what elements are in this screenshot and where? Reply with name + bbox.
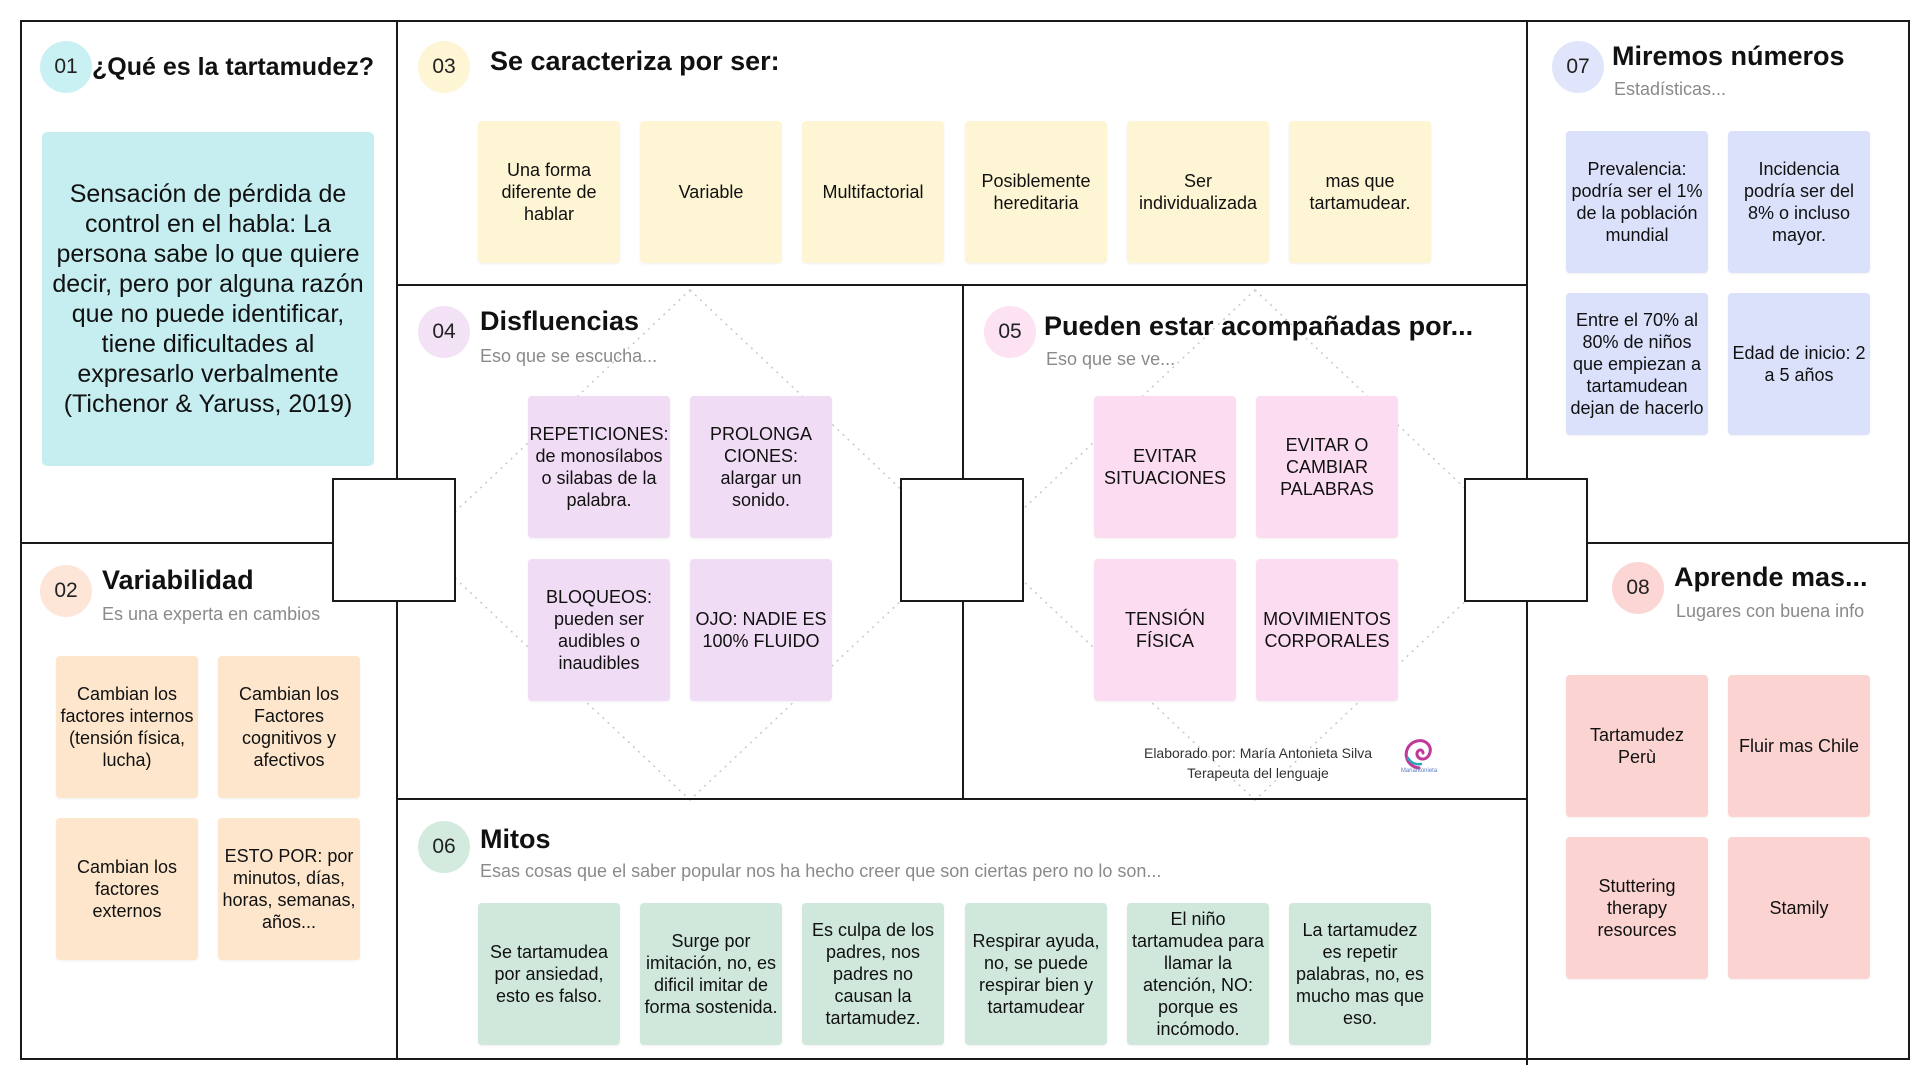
sticky-note: Es culpa de los padres, nos padres no ca… — [802, 903, 944, 1045]
sticky-note: Surge por imitación, no, es dificil imit… — [640, 903, 782, 1045]
section-05-subtitle: Eso que se ve... — [1046, 349, 1176, 369]
credit-author: Elaborado por: María Antonieta Silva — [1143, 745, 1373, 761]
connector-square-left — [332, 478, 456, 602]
section-05-title: Pueden estar acompañadas por... — [1044, 311, 1474, 341]
section-04-subtitle: Eso que se escucha... — [480, 346, 658, 366]
sticky-note: Fluir mas Chile — [1728, 675, 1870, 817]
frame-right — [1908, 20, 1910, 1060]
section-07-badge: 07 — [1552, 41, 1604, 93]
credit-text: Elaborado por: María Antonieta Silva Ter… — [1128, 743, 1388, 783]
frame-bottom — [20, 1058, 1910, 1060]
sticky-note: La tartamudez es repetir palabras, no, e… — [1289, 903, 1431, 1045]
section-02-badge: 02 — [40, 565, 92, 617]
section-03-title: Se caracteriza por ser: — [490, 46, 780, 76]
sticky-note: REPETICIONES: de monosílabos o silabas d… — [528, 396, 670, 538]
section-06-title: Mitos — [480, 824, 551, 854]
divider-h-left — [20, 542, 398, 544]
section-05-badge: 05 — [984, 306, 1036, 358]
credit-role: Terapeuta del lenguaje — [1187, 765, 1329, 781]
sticky-note: Se tartamudea por ansiedad, esto es fals… — [478, 903, 620, 1045]
section-01-title: ¿Qué es la tartamudez? — [92, 53, 375, 81]
section-02-subtitle: Es una experta en cambios — [102, 604, 321, 624]
sticky-note: Tartamudez Perù — [1566, 675, 1708, 817]
logo-text: Mariantonieta — [1400, 768, 1438, 774]
frame-left — [20, 20, 22, 1060]
sticky-note: BLOQUEOS: pueden ser audibles o inaudibl… — [528, 559, 670, 701]
sticky-note: TENSIÓN FÍSICA — [1094, 559, 1236, 701]
section-03-badge: 03 — [418, 41, 470, 93]
sticky-note: EVITAR O CAMBIAR PALABRAS — [1256, 396, 1398, 538]
sticky-note: OJO: NADIE ES 100% FLUIDO — [690, 559, 832, 701]
sticky-note: Cambian los Factores cognitivos y afecti… — [218, 656, 360, 798]
sticky-note: Prevalencia: podría ser el 1% de la pobl… — [1566, 131, 1708, 273]
section-04-title: Disfluencias — [480, 306, 640, 336]
sticky-note: Cambian los factores internos (tensión f… — [56, 656, 198, 798]
connector-square-right — [1464, 478, 1588, 602]
section-08-title: Aprende mas... — [1674, 562, 1868, 592]
section-08-badge: 08 — [1612, 562, 1664, 614]
sticky-note: Stuttering therapy resources — [1566, 837, 1708, 979]
sticky-note: ESTO POR: por minutos, días, horas, sema… — [218, 818, 360, 960]
sticky-note: Una forma diferente de hablar — [478, 121, 620, 263]
sticky-note: Incidencia podría ser del 8% o incluso m… — [1728, 131, 1870, 273]
logo: Mariantonieta — [1394, 728, 1444, 778]
sticky-note: PROLONGA CIONES: alargar un sonido. — [690, 396, 832, 538]
section-07-subtitle: Estadísticas... — [1614, 79, 1727, 99]
section-01-badge: 01 — [40, 41, 92, 93]
section-04-badge: 04 — [418, 306, 470, 358]
section-07-title: Miremos números — [1612, 41, 1845, 71]
section-08-subtitle: Lugares con buena info — [1676, 601, 1865, 621]
sticky-note: EVITAR SITUACIONES — [1094, 396, 1236, 538]
frame-top — [20, 20, 1910, 22]
definition-card: Sensación de pérdida de control en el ha… — [42, 132, 374, 466]
connector-square-middle — [900, 478, 1024, 602]
divider-h-lower — [396, 798, 1528, 800]
sticky-note: MOVIMIENTOS CORPORALES — [1256, 559, 1398, 701]
section-06-subtitle: Esas cosas que el saber popular nos ha h… — [480, 861, 1162, 881]
sticky-note: Entre el 70% al 80% de niños que empieza… — [1566, 293, 1708, 435]
section-02-title: Variabilidad — [102, 565, 254, 595]
logo-swirl-icon — [1404, 739, 1432, 770]
sticky-note: Variable — [640, 121, 782, 263]
sticky-note: mas que tartamudear. — [1289, 121, 1431, 263]
sticky-note: Multifactorial — [802, 121, 944, 263]
divider-h-right — [1526, 542, 1910, 544]
divider-h-upper — [396, 284, 1528, 286]
sticky-note: Edad de inicio: 2 a 5 años — [1728, 293, 1870, 435]
sticky-note: Respirar ayuda, no, se puede respirar bi… — [965, 903, 1107, 1045]
sticky-note: El niño tartamudea para llamar la atenci… — [1127, 903, 1269, 1045]
sticky-note: Posiblemente hereditaria — [965, 121, 1107, 263]
sticky-note: Cambian los factores externos — [56, 818, 198, 960]
section-06-badge: 06 — [418, 821, 470, 873]
sticky-note: Stamily — [1728, 837, 1870, 979]
sticky-note: Ser individualizada — [1127, 121, 1269, 263]
